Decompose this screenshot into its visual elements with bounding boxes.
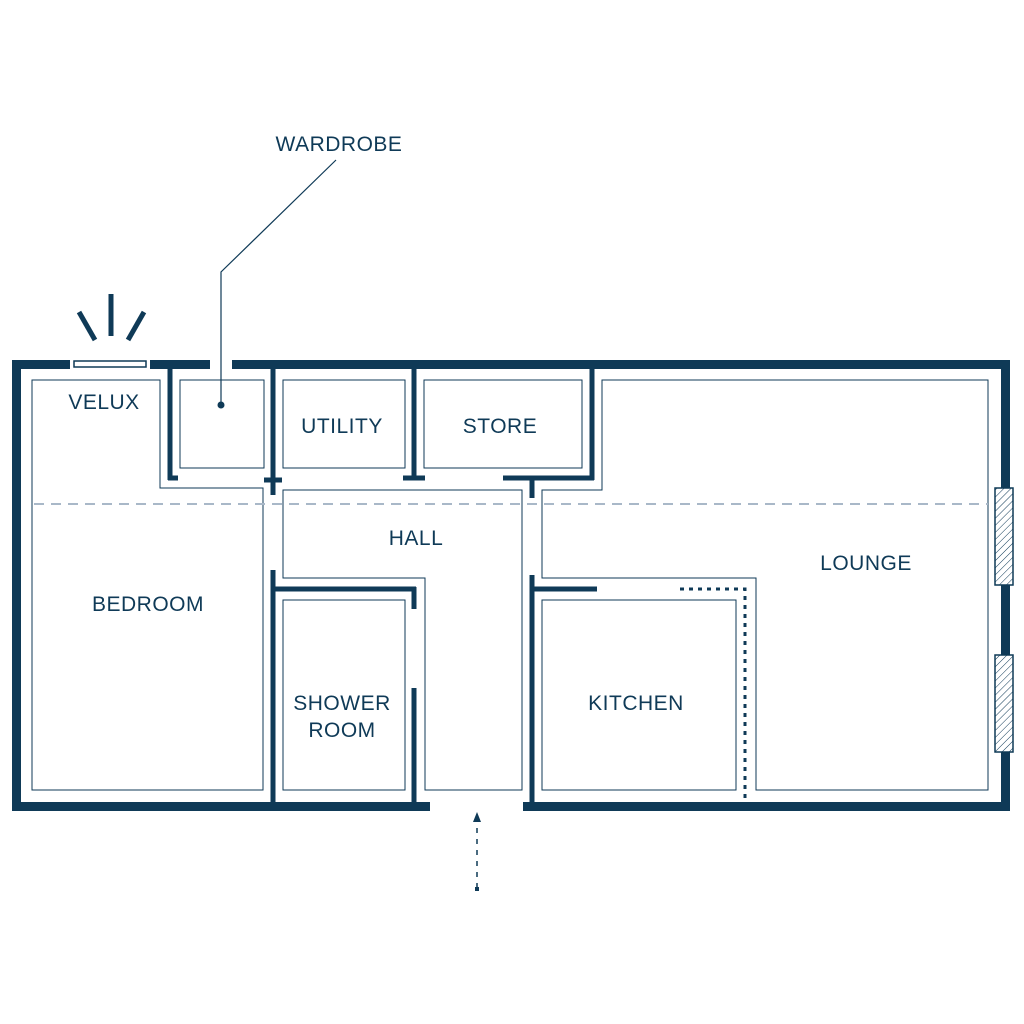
label-shower-line1: SHOWER <box>293 692 391 715</box>
label-bedroom: BEDROOM <box>92 593 204 616</box>
internal-walls <box>167 368 597 805</box>
wardrobe-leader <box>217 159 337 409</box>
label-lounge: LOUNGE <box>820 552 912 575</box>
label-shower-line2: ROOM <box>308 719 375 742</box>
label-hall: HALL <box>389 527 444 550</box>
outer-walls <box>12 360 1010 811</box>
label-velux: VELUX <box>68 391 139 414</box>
label-wardrobe: WARDROBE <box>276 133 403 156</box>
label-kitchen: KITCHEN <box>588 692 684 715</box>
lounge-window-bottom <box>994 654 1014 753</box>
entrance-arrow <box>473 812 481 891</box>
lounge-window-top <box>994 487 1014 586</box>
label-store: STORE <box>463 415 537 438</box>
label-utility: UTILITY <box>301 415 383 438</box>
room-outlines <box>31 379 989 791</box>
velux-window <box>73 294 147 368</box>
kitchen-counter-line <box>680 587 747 802</box>
